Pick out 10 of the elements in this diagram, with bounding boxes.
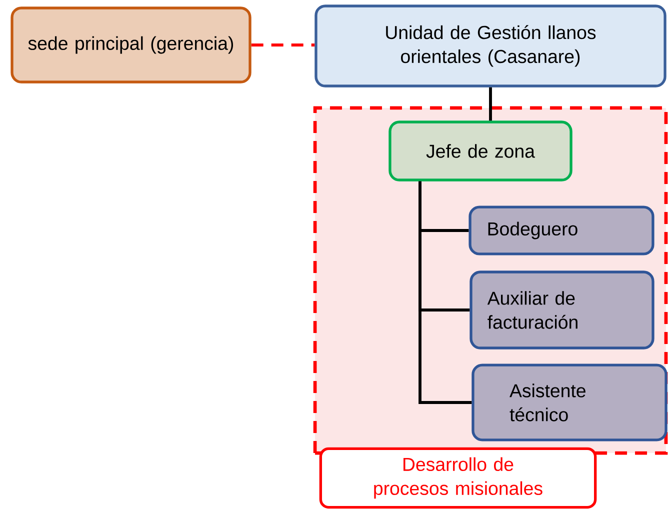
role-box: Jefe de zona [388,120,572,182]
connector-line [418,181,472,404]
connector-line [251,44,315,46]
unit-box: Unidad de Gestión llanos orientales (Casanare) [314,4,666,88]
role-box: Asistente técnico [472,364,668,442]
office-box: sede principal (gerencia) [10,6,252,84]
role-box: Auxiliar de facturación [470,270,654,350]
role-box: Bodeguero [468,206,654,256]
connector-line [489,87,492,121]
region-heading: Desarrollo de procesos misionales [319,447,597,509]
